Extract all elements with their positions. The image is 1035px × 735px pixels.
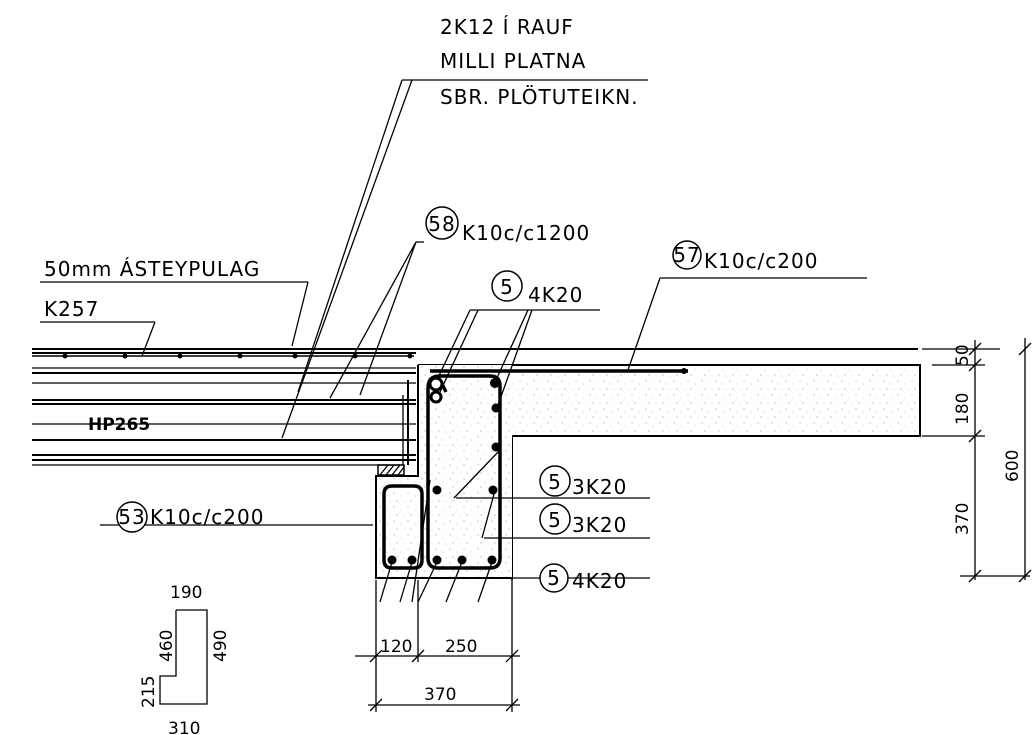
callout-53: 53 K10c/c200	[116, 501, 264, 533]
callout-58-text: K10c/c1200	[462, 221, 590, 245]
callout-58-number: 58	[428, 212, 455, 236]
shape-dim-bottom: 310	[168, 719, 200, 735]
groove-label-line3: SBR. PLÖTUTEIKN.	[440, 85, 639, 109]
callout-5-b: 5 3K20	[539, 465, 627, 499]
callout-5-d-text: 4K20	[572, 569, 627, 593]
callout-5-top: 5 4K20	[491, 270, 583, 307]
callout-53-text: K10c/c200	[150, 505, 264, 529]
callout-57: 57 K10c/c200	[672, 240, 818, 273]
callout-5-d: 5 4K20	[539, 563, 627, 593]
beam-section	[375, 365, 512, 579]
shape-dim-left-lower: 215	[139, 676, 159, 708]
stirrup-53	[382, 484, 424, 570]
slab-right	[418, 364, 921, 580]
shape-dim-left-upper: 460	[157, 630, 177, 662]
dim-250: 250	[445, 637, 477, 657]
dim-180: 180	[953, 393, 973, 425]
callout-58: 58 K10c/c1200	[425, 206, 590, 245]
callout-5-c-number: 5	[548, 508, 562, 532]
groove-label-line1: 2K12 Í RAUF	[440, 15, 574, 39]
bearing-pad	[377, 464, 405, 476]
groove-label-line2: MILLI PLATNA	[440, 49, 586, 73]
bar-shape-sketch	[159, 609, 208, 705]
callout-5-c-text: 3K20	[572, 513, 627, 537]
shape-dim-right: 490	[211, 630, 231, 662]
callout-5-b-number: 5	[548, 470, 562, 494]
dim-600: 600	[1003, 450, 1023, 482]
hollow-core-slab-left	[32, 348, 918, 466]
leaders	[40, 79, 867, 603]
mesh-bars	[32, 353, 414, 359]
slab-label: HP265	[88, 415, 150, 435]
dim-120: 120	[380, 637, 412, 657]
callout-5-b-text: 3K20	[572, 475, 627, 499]
callout-5-top-number: 5	[500, 275, 514, 299]
callout-57-text: K10c/c200	[704, 249, 818, 273]
vertical-dimensions	[922, 338, 1032, 583]
dim-370-horizontal: 370	[424, 685, 456, 705]
main-bars	[387, 376, 501, 565]
callout-57-number: 57	[673, 243, 700, 267]
topping-label: 50mm ÁSTEYPULAG	[44, 257, 260, 281]
dim-370-vertical: 370	[953, 503, 973, 535]
callout-53-number: 53	[118, 505, 145, 529]
mesh-label: K257	[44, 297, 99, 321]
callout-5-d-number: 5	[547, 566, 561, 590]
callout-5-c: 5 3K20	[539, 503, 627, 537]
dim-50: 50	[953, 344, 973, 366]
callout-5-top-text: 4K20	[528, 283, 583, 307]
shape-dim-top: 190	[170, 583, 202, 603]
horizontal-dimensions	[355, 580, 520, 712]
